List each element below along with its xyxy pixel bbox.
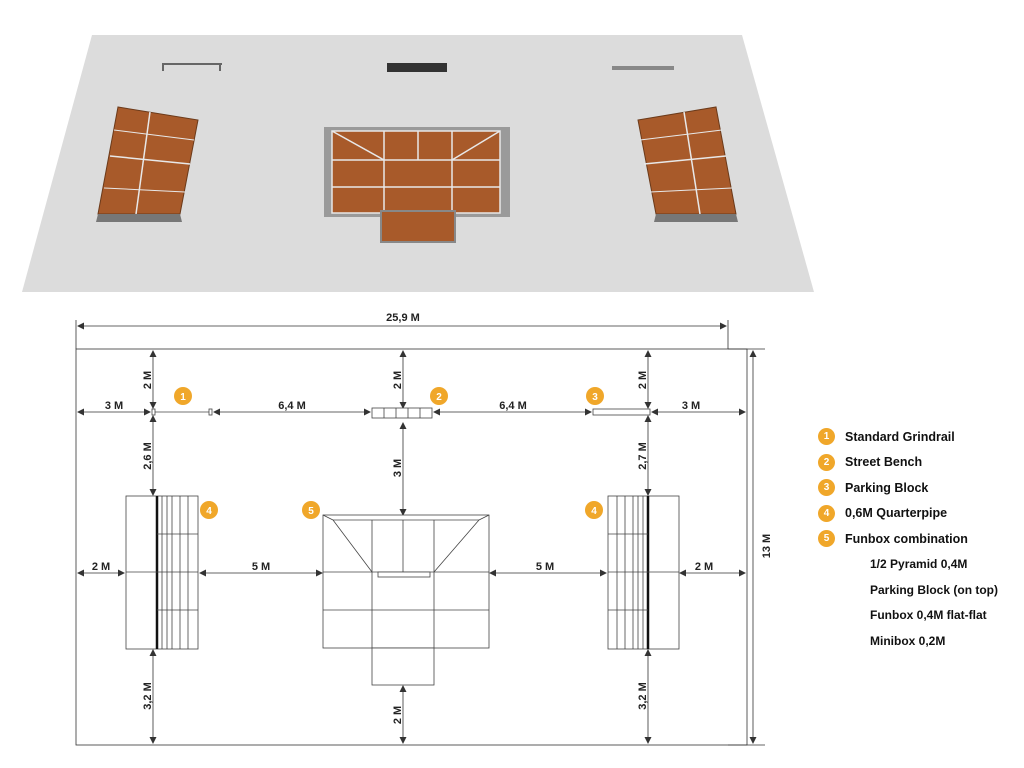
legend-item: 2 Street Bench: [818, 450, 1018, 476]
dim-right-offset: 3 M: [682, 400, 700, 412]
legend-label: Street Bench: [845, 455, 923, 470]
dim-gap-qp-left: 5 M: [252, 561, 270, 573]
plan-boundary: [75, 348, 748, 746]
badge-2: 2: [430, 387, 448, 405]
legend-badge: 5: [818, 530, 835, 548]
quarterpipe-right-3d: [637, 106, 738, 222]
dim-side-right: 2 M: [695, 561, 713, 573]
legend-badge: 2: [818, 453, 835, 471]
skatepark-3d-render: [22, 35, 814, 292]
dim-bottom-mid: 2 M: [392, 706, 404, 724]
legend-item: 4 0,6M Quarterpipe: [818, 501, 1018, 527]
legend-sub-item: Funbox 0,4M flat-flat: [870, 608, 987, 623]
dim-gap-qp-right: 5 M: [536, 561, 554, 573]
legend-label: Parking Block: [845, 480, 929, 495]
street-bench-3d: [387, 63, 447, 72]
grindrail-3d: [162, 63, 222, 71]
quarterpipe-left-3d: [96, 106, 199, 222]
legend-badge: 1: [818, 428, 835, 446]
skatepark-plan-drawing: 25,9 M 13 M 3 M 6,4 M 6,4 M 3 M 2 M 5 M …: [75, 312, 773, 746]
funbox-combination-3d: [324, 127, 510, 243]
badge-2-number: 2: [436, 392, 442, 403]
legend-sub-item: 1/2 Pyramid 0,4M: [870, 557, 968, 572]
badge-4-right: 4: [585, 501, 603, 519]
dim-gap-right: 6,4 M: [499, 400, 527, 412]
dim-bottom-right: 3,2 M: [637, 682, 649, 710]
dim-top-left: 2 M: [142, 371, 154, 389]
dim-left-offset: 3 M: [105, 400, 123, 412]
badge-4-right-number: 4: [591, 506, 597, 517]
legend: 1 Standard Grindrail 2 Street Bench 3 Pa…: [818, 424, 1018, 654]
badge-5: 5: [302, 501, 320, 519]
legend-label: 0,6M Quarterpipe: [845, 506, 948, 521]
badge-5-number: 5: [308, 506, 314, 517]
badge-1: 1: [174, 387, 192, 405]
grindrail-plan: [151, 408, 213, 416]
dim-total-height: 13 M: [761, 534, 773, 558]
dim-top-mid: 2 M: [392, 371, 404, 389]
legend-label: Funbox combination: [845, 531, 968, 546]
parking-block-3d: [612, 66, 674, 70]
legend-item: 3 Parking Block: [818, 475, 1018, 501]
legend-sub-item: Parking Block (on top): [870, 582, 999, 597]
legend-item: 1 Standard Grindrail: [818, 424, 1018, 450]
dim-mid-left: 2,6 M: [142, 442, 154, 470]
dim-total-width: 25,9 M: [386, 312, 420, 324]
dim-top-right: 2 M: [637, 371, 649, 389]
dim-bottom-left: 3,2 M: [142, 682, 154, 710]
funbox-combination-plan: [322, 514, 490, 686]
legend-sub-item: Minibox 0,2M: [870, 633, 946, 648]
dim-gap-left: 6,4 M: [278, 400, 306, 412]
legend-badge: 3: [818, 479, 835, 497]
legend-item: 5 Funbox combination: [818, 526, 1018, 552]
legend-label: Standard Grindrail: [845, 429, 955, 444]
dim-mid-right: 2,7 M: [637, 442, 649, 470]
dim-side-left: 2 M: [92, 561, 110, 573]
badge-3: 3: [586, 387, 604, 405]
badge-1-number: 1: [180, 392, 186, 403]
street-bench-plan: [371, 407, 433, 419]
badge-4-left: 4: [200, 501, 218, 519]
dim-mid-center: 3 M: [392, 459, 404, 477]
quarterpipe-left-plan: [125, 495, 199, 650]
badge-3-number: 3: [592, 392, 598, 403]
quarterpipe-right-plan: [607, 495, 680, 650]
legend-badge: 4: [818, 504, 835, 522]
badge-4-left-number: 4: [206, 506, 212, 517]
parking-block-plan: [592, 408, 651, 416]
